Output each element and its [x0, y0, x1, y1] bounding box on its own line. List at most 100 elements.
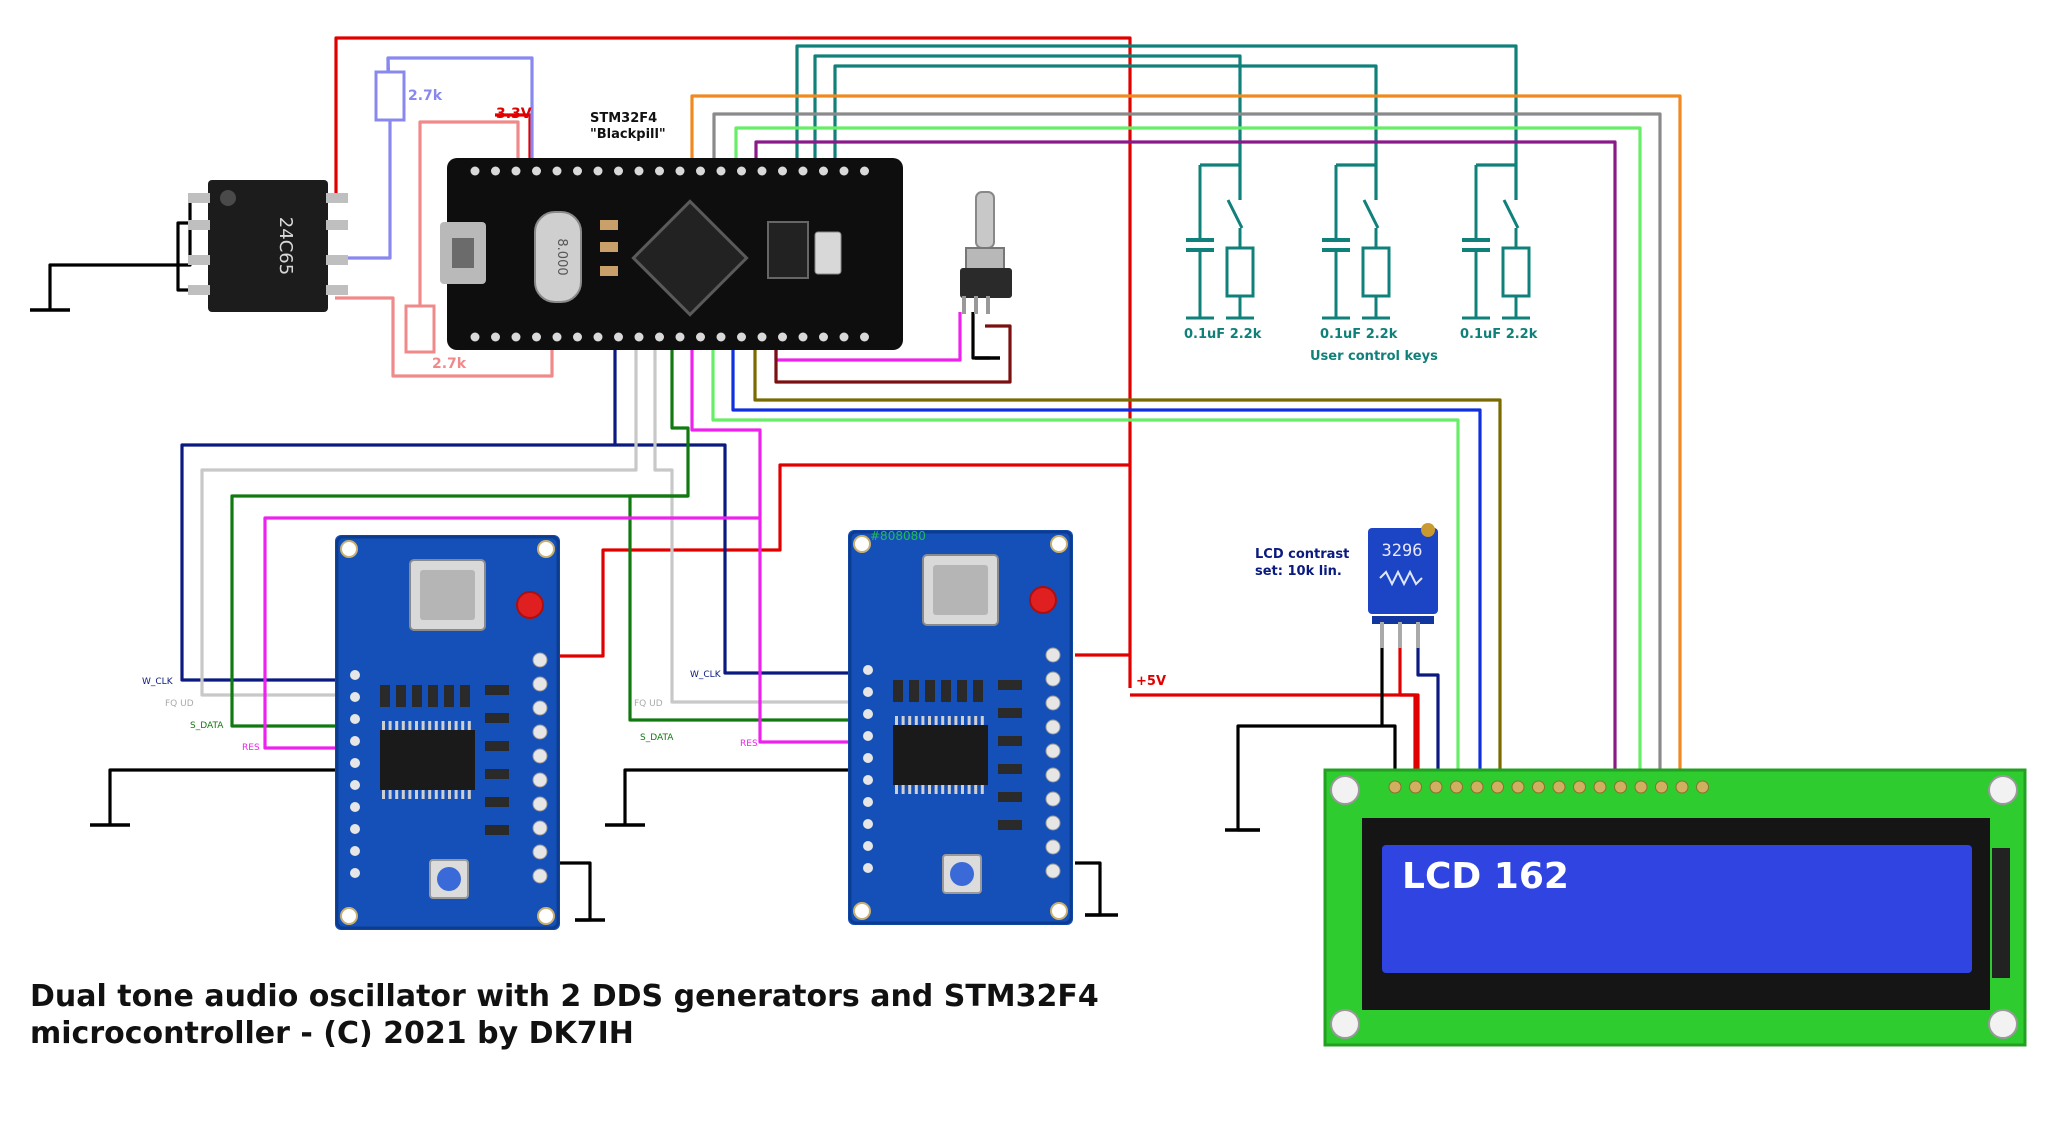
dds-chip-pin: [914, 716, 918, 725]
dds-chip-pin: [895, 716, 898, 725]
key-resistor: [1501, 246, 1531, 298]
dds-header-pin: [350, 758, 360, 768]
wire-navy-2: [615, 443, 848, 675]
mcu-pin-top: [491, 166, 500, 176]
dds-header-pin: [1045, 719, 1061, 735]
dds2-sig-res: RES: [740, 739, 758, 749]
wire-black-gnd-eeprom: [48, 198, 192, 310]
dds-header-pin: [532, 844, 548, 860]
mount-hole: [853, 902, 871, 920]
mcu-pin-bottom: [798, 332, 808, 342]
mcu-pin-bottom: [778, 332, 787, 342]
lcd-pin: [1655, 780, 1668, 794]
wire-magenta-2: [758, 518, 848, 744]
mcu-pin-bottom: [634, 332, 644, 342]
dds-chip-pin: [901, 716, 905, 725]
smd-part: [957, 680, 967, 702]
dds-chip-pin: [941, 785, 945, 794]
wire-lightgray-2: [653, 342, 848, 704]
dds-chip-pin: [461, 790, 465, 799]
mcu-pin-bottom: [532, 332, 541, 342]
dds-chip-pin: [934, 785, 938, 794]
dds-chip-pin: [921, 716, 925, 725]
mcu-pin-top: [696, 166, 705, 176]
dds-header-pin: [863, 665, 873, 675]
dds-chip-pin: [434, 790, 438, 799]
dds-header-pin: [1045, 671, 1061, 687]
lcd-pin: [1634, 780, 1648, 794]
dds-header-pin: [532, 868, 548, 884]
lcd-pin: [1511, 780, 1525, 794]
dds-chip-pin: [434, 721, 438, 730]
dds-header-pin: [350, 824, 360, 834]
dds-chip-pin: [954, 785, 958, 794]
switch-lever: [1502, 199, 1520, 229]
wire-black-trim-b: [1382, 724, 1397, 775]
dds-chip-pin: [954, 716, 958, 725]
lcd-pin: [1470, 780, 1484, 794]
dds-header-pin: [532, 724, 548, 740]
dds-header-pin: [863, 841, 873, 851]
dds-chip-pin: [974, 716, 978, 725]
smd-part: [893, 680, 903, 702]
wire-pink-2: [418, 120, 520, 340]
dds-header-pin: [532, 676, 548, 692]
mcu-alias-label: "Blackpill": [590, 127, 666, 142]
wire-red-main: [334, 36, 1132, 688]
dds-chip-pin: [914, 785, 918, 794]
dds2-sig-sdata: S_DATA: [640, 733, 674, 743]
wire-lightgray-1: [200, 342, 638, 697]
dds-chip-pin: [388, 721, 392, 730]
wire-black-gnd-dds2: [623, 768, 848, 825]
oscillator-top: [420, 570, 475, 620]
mcu-pin-top: [716, 166, 726, 176]
dds-chip-pin: [901, 785, 905, 794]
wire-red-lcd: [1130, 693, 1417, 770]
dds-header-pin: [532, 652, 548, 668]
key-resistor: [1361, 246, 1391, 298]
mcu-pin-top: [819, 166, 828, 176]
mcu-pin-top: [634, 166, 644, 176]
key-parts-label: 0.1uF 2.2k: [1320, 327, 1398, 342]
dds2-sig-fqud: FQ UD: [634, 699, 663, 709]
resistor-top-label: 2.7k: [408, 88, 443, 104]
dds-chip-pin: [974, 785, 978, 794]
mcu-pin-bottom: [839, 332, 849, 342]
lcd-contrast-label-2: set: 10k lin.: [1255, 564, 1342, 579]
smd-part: [485, 713, 509, 723]
mcu-pins-bottom: [470, 332, 869, 342]
dds-chip-pin: [421, 721, 425, 730]
dds-chip-pin: [395, 721, 399, 730]
smd-part: [998, 708, 1022, 718]
dds-chip-pin: [428, 790, 432, 799]
dds-chip-pin: [908, 716, 912, 725]
lcd-pin: [1573, 780, 1586, 794]
dds-chip-pin: [928, 716, 931, 725]
dds-header-pin: [1045, 839, 1061, 855]
dds-header-pin: [350, 846, 360, 856]
dds-chip-pin: [895, 785, 898, 794]
mcu-pin-top: [511, 166, 521, 176]
mcu-pin-bottom: [696, 332, 705, 342]
mcu-pins-top: [470, 166, 869, 176]
dds-chip-pin: [947, 716, 951, 725]
lcd-module: LCD 162: [1323, 768, 2027, 1047]
diagram-caption: Dual tone audio oscillator with 2 DDS ge…: [30, 978, 1180, 1052]
dds-chip-pin: [454, 790, 458, 799]
led: [516, 591, 544, 619]
dds2-sig-wclk: W_CLK: [690, 670, 722, 680]
resistor-bottom-label: 2.7k: [432, 356, 467, 372]
mcu-pin-bottom: [511, 332, 521, 342]
wire-teal-1: [795, 44, 1518, 200]
dds-header-pin: [863, 709, 873, 719]
resistor-bottom: 2.7k: [404, 304, 467, 372]
dds-chip-pin: [921, 785, 925, 794]
dds-header-pin: [532, 748, 548, 764]
smd-part: [485, 685, 509, 695]
key-resistor: [1225, 246, 1255, 298]
mcu-pin-top: [532, 166, 541, 176]
wire-lightgreen: [734, 126, 1642, 775]
mcu-pin-bottom: [552, 332, 562, 342]
trimmer-label: 3296: [1382, 541, 1423, 561]
